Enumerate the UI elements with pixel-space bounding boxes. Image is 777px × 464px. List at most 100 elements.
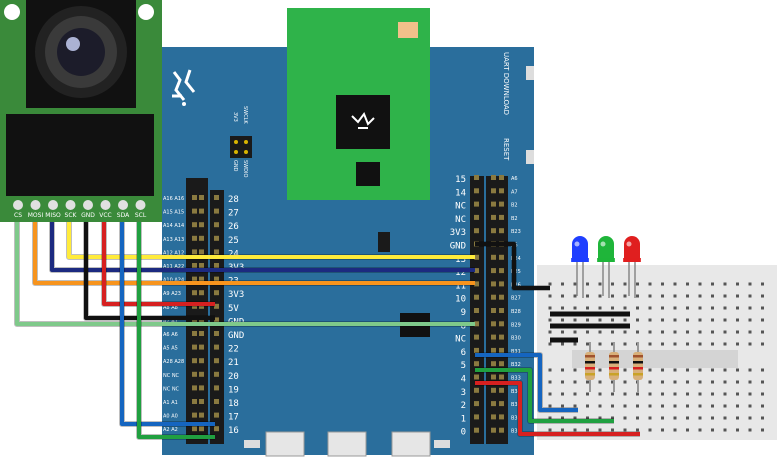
right-pin-14 [474, 361, 479, 367]
right-pin-13 [474, 347, 479, 353]
right-pin-16 [474, 387, 479, 393]
right-outer-label: B2 [511, 203, 518, 209]
dev-board: UART DOWNLOAD RESET 3V3 SWCLK GND SWDIO … [162, 8, 534, 457]
right-pin-label: 9 [461, 308, 466, 318]
left-pin-15 [214, 399, 219, 404]
swd-label-gnd: GND [232, 160, 238, 172]
left-outer-label: A7 A7 [163, 318, 178, 324]
right-outer-label: A6 [511, 176, 518, 182]
right-pin-label: 13 [455, 255, 466, 265]
usb-port-3[interactable] [391, 431, 431, 457]
camera-pin-label-vcc: VCC [99, 212, 111, 219]
wire-red-right [475, 381, 640, 436]
left-pin-label: 20 [228, 372, 239, 382]
right-pin-9 [474, 294, 479, 300]
left-outer-label: A5 A5 [163, 346, 178, 352]
board-logo-icon [172, 69, 196, 106]
wifi-module-antenna-chip [398, 22, 418, 38]
usb-ports [244, 431, 450, 457]
left-outer-label: A8 A8 [163, 305, 178, 311]
left-pin-5 [214, 263, 219, 268]
swd-label-swclk: SWCLK [242, 106, 248, 124]
left-outer-label: NC NC [163, 373, 180, 379]
reset-label: RESET [502, 138, 510, 161]
right-pin-label: 15 [455, 175, 466, 185]
right-pin-15 [474, 374, 479, 380]
left-pin-11 [214, 344, 219, 350]
right-pin-label: 2 [461, 401, 466, 411]
left-pin-1 [214, 208, 219, 214]
right-pin-label: 11 [455, 281, 466, 291]
left-outer-label: A1 A1 [163, 400, 178, 406]
right-pin-7 [474, 268, 479, 274]
left-pin-10 [214, 331, 219, 336]
left-outer-label: A12 A12 [163, 250, 184, 256]
camera-pin-label-sck: SCK [65, 212, 78, 219]
chip-logo-icon [351, 111, 375, 129]
wire-blue-right [475, 353, 578, 412]
breadboard-center-channel [572, 350, 738, 368]
wire-green-right [475, 368, 614, 423]
right-pin-label: 12 [455, 268, 466, 278]
left-outer-label: A11 A22 [163, 264, 184, 270]
usb-port-2[interactable] [327, 431, 367, 457]
right-pin-label: 6 [461, 348, 466, 358]
camera-pin-label-scl: SCL [135, 212, 147, 219]
reset-button[interactable] [526, 150, 534, 164]
right-outer-label: B23 [511, 229, 521, 235]
left-pin-label: 25 [228, 236, 239, 246]
camera-pin-label-mosi: MOSI [28, 212, 44, 219]
breadboard [537, 265, 777, 440]
wire-green-left [137, 222, 215, 439]
left-pin-label: 19 [228, 385, 239, 395]
wire-mint [15, 222, 475, 326]
right-pin-label: 0 [461, 428, 466, 438]
wire-navy [50, 222, 475, 272]
right-pin-17 [474, 401, 479, 407]
left-pin-label: 21 [228, 358, 239, 368]
right-pin-18 [474, 414, 479, 420]
right-outer-label: B29 [511, 322, 521, 328]
right-pin-label: 5 [461, 361, 466, 371]
resistors [585, 342, 643, 392]
right-outer-label: B37 [511, 429, 521, 435]
left-outer-label: A28 A28 [163, 359, 184, 365]
left-pin-label: GND [228, 331, 244, 341]
left-outer-label: A14 A14 [163, 223, 184, 229]
left-outer-label: A9 A23 [163, 291, 181, 297]
left-pin-6 [214, 276, 219, 282]
camera-pin-label-sda: SDA [117, 212, 130, 219]
jumper [378, 232, 390, 252]
right-pin-label: NC [455, 335, 466, 345]
camera-pin-gnd [83, 200, 93, 210]
right-pin-12 [474, 334, 479, 340]
left-pin-2 [214, 222, 219, 228]
camera-pin-miso [48, 200, 58, 210]
camera-pin-label-cs: CS [14, 212, 22, 219]
usb-port-1[interactable] [265, 431, 305, 457]
right-outer-label: B31 [511, 349, 521, 355]
camera-pin-vcc [100, 200, 111, 210]
uart-download-button[interactable] [526, 66, 534, 80]
camera-pin-cs [13, 200, 23, 210]
camera-pin-scl [135, 200, 146, 210]
wifi-module-small-chip [356, 162, 380, 186]
left-outer-label: A0 A0 [163, 414, 178, 420]
left-pin-17 [214, 426, 219, 432]
right-outer-label: A7 [511, 189, 518, 195]
left-pin-14 [214, 385, 219, 391]
right-outer-label: B35 [511, 402, 521, 408]
swd-label-swdio: SWDIO [242, 160, 248, 177]
left-pin-3 [214, 235, 219, 241]
left-pin-13 [214, 371, 219, 377]
leds [571, 236, 641, 298]
uart-download-label: UART DOWNLOAD [502, 52, 510, 115]
left-pin-16 [214, 412, 219, 418]
left-outer-label: NC NC [163, 386, 180, 392]
right-pin-label: GND [450, 242, 466, 252]
wire-orange [33, 222, 475, 285]
swd-label-3v3: 3V3 [232, 112, 238, 122]
